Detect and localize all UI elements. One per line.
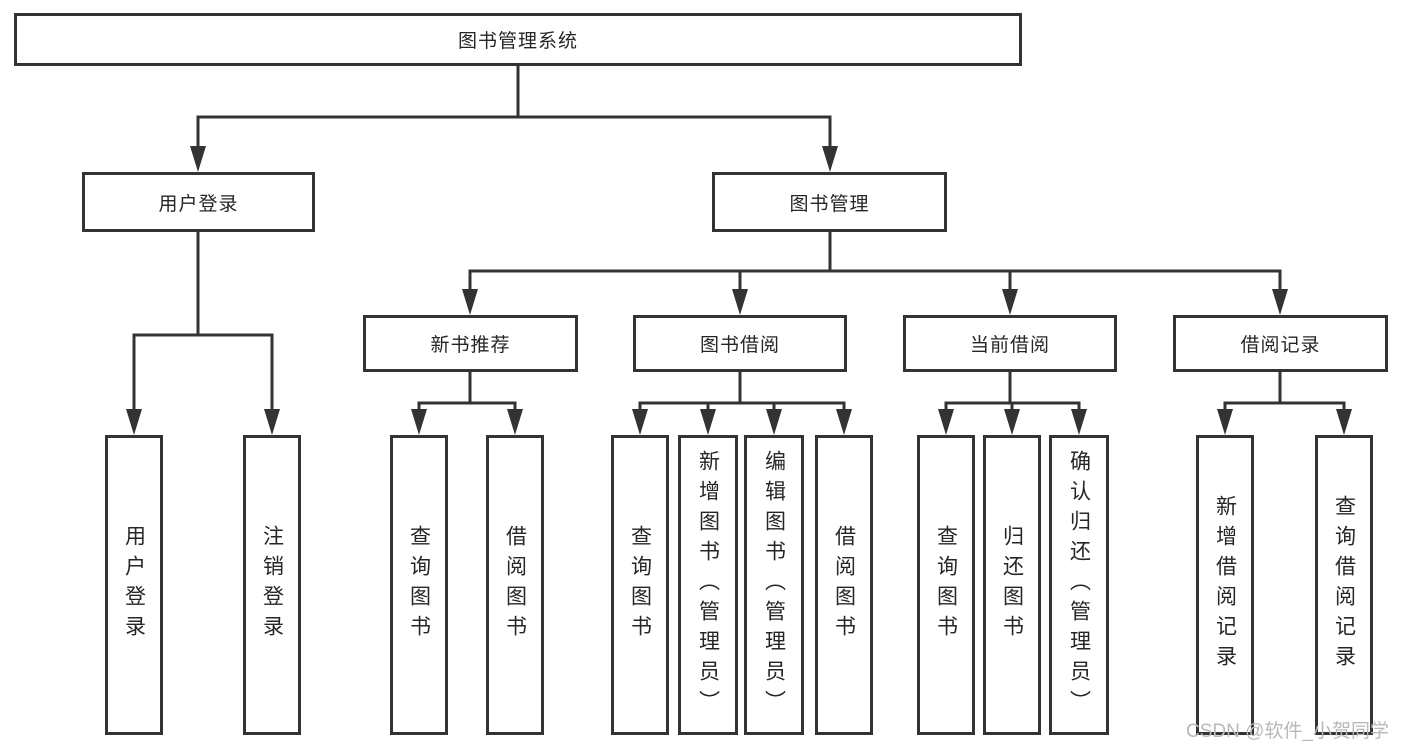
- node-current-borrow: 当前借阅: [903, 315, 1117, 372]
- node-borrow-records-label: 借阅记录: [1240, 335, 1321, 356]
- node-book-management: 图书管理: [712, 172, 947, 232]
- leaf-query-books-borrow: 查询图书: [611, 435, 669, 735]
- node-borrow-records: 借阅记录: [1173, 315, 1388, 372]
- connector-book-management-children: [462, 230, 1288, 315]
- connector-borrow-records-children: [1217, 370, 1352, 435]
- leaf-confirm-return-admin-label: 确认归还（管理员）: [1067, 450, 1091, 720]
- leaf-logout: 注销登录: [243, 435, 301, 735]
- leaf-borrow-books-recommend: 借阅图书: [486, 435, 544, 735]
- leaf-borrow-books-recommend-label: 借阅图书: [503, 525, 527, 645]
- leaf-query-borrow-record-label: 查询借阅记录: [1332, 495, 1356, 675]
- node-new-book-recommend: 新书推荐: [363, 315, 578, 372]
- node-book-borrow-label: 图书借阅: [699, 335, 780, 356]
- arrowhead-icon: [1002, 289, 1018, 315]
- arrowhead-icon: [836, 409, 852, 435]
- node-current-borrow-label: 当前借阅: [969, 335, 1050, 356]
- arrowhead-icon: [822, 146, 838, 172]
- arrowhead-icon: [190, 146, 206, 172]
- arrowhead-icon: [1217, 409, 1233, 435]
- leaf-borrow-books-label: 借阅图书: [832, 525, 856, 645]
- arrowhead-icon: [1272, 289, 1288, 315]
- arrowhead-icon: [1336, 409, 1352, 435]
- leaf-add-borrow-record-label: 新增借阅记录: [1213, 495, 1237, 675]
- leaf-user-login: 用户登录: [105, 435, 163, 735]
- leaf-query-books-current-label: 查询图书: [934, 525, 958, 645]
- leaf-query-books-recommend: 查询图书: [390, 435, 448, 735]
- arrowhead-icon: [700, 409, 716, 435]
- leaf-borrow-books: 借阅图书: [815, 435, 873, 735]
- arrowhead-icon: [766, 409, 782, 435]
- leaf-add-book-admin: 新增图书（管理员）: [678, 435, 738, 735]
- arrowhead-icon: [411, 409, 427, 435]
- arrowhead-icon: [732, 289, 748, 315]
- leaf-add-book-admin-label: 新增图书（管理员）: [696, 450, 720, 720]
- leaf-add-borrow-record: 新增借阅记录: [1196, 435, 1254, 735]
- connector-root-to-level2: [190, 64, 838, 172]
- connector-current-borrow-children: [938, 370, 1087, 435]
- connector-book-borrow-children: [632, 370, 852, 435]
- leaf-user-login-label: 用户登录: [122, 525, 146, 645]
- leaf-query-borrow-record: 查询借阅记录: [1315, 435, 1373, 735]
- node-book-management-label: 图书管理: [789, 193, 870, 215]
- leaf-return-book-label: 归还图书: [1000, 525, 1024, 645]
- leaf-edit-book-admin: 编辑图书（管理员）: [744, 435, 804, 735]
- connector-new-book-recommend-children: [411, 370, 523, 435]
- node-user-login: 用户登录: [82, 172, 315, 232]
- arrowhead-icon: [264, 409, 280, 435]
- node-new-book-recommend-label: 新书推荐: [430, 335, 511, 356]
- arrowhead-icon: [632, 409, 648, 435]
- connector-user-login-children: [126, 230, 280, 435]
- leaf-return-book: 归还图书: [983, 435, 1041, 735]
- watermark: CSDN @软件_小贺同学: [1186, 721, 1389, 742]
- leaf-query-books-current: 查询图书: [917, 435, 975, 735]
- node-user-login-label: 用户登录: [158, 193, 239, 215]
- arrowhead-icon: [1071, 409, 1087, 435]
- arrowhead-icon: [1004, 409, 1020, 435]
- leaf-confirm-return-admin: 确认归还（管理员）: [1049, 435, 1109, 735]
- node-root: 图书管理系统: [14, 13, 1022, 66]
- arrowhead-icon: [507, 409, 523, 435]
- leaf-logout-label: 注销登录: [260, 525, 284, 645]
- leaf-query-books-recommend-label: 查询图书: [407, 525, 431, 645]
- arrowhead-icon: [938, 409, 954, 435]
- arrowhead-icon: [126, 409, 142, 435]
- node-root-label: 图书管理系统: [457, 31, 578, 52]
- leaf-query-books-borrow-label: 查询图书: [628, 525, 652, 645]
- leaf-edit-book-admin-label: 编辑图书（管理员）: [762, 450, 786, 720]
- node-book-borrow: 图书借阅: [633, 315, 847, 372]
- arrowhead-icon: [462, 289, 478, 315]
